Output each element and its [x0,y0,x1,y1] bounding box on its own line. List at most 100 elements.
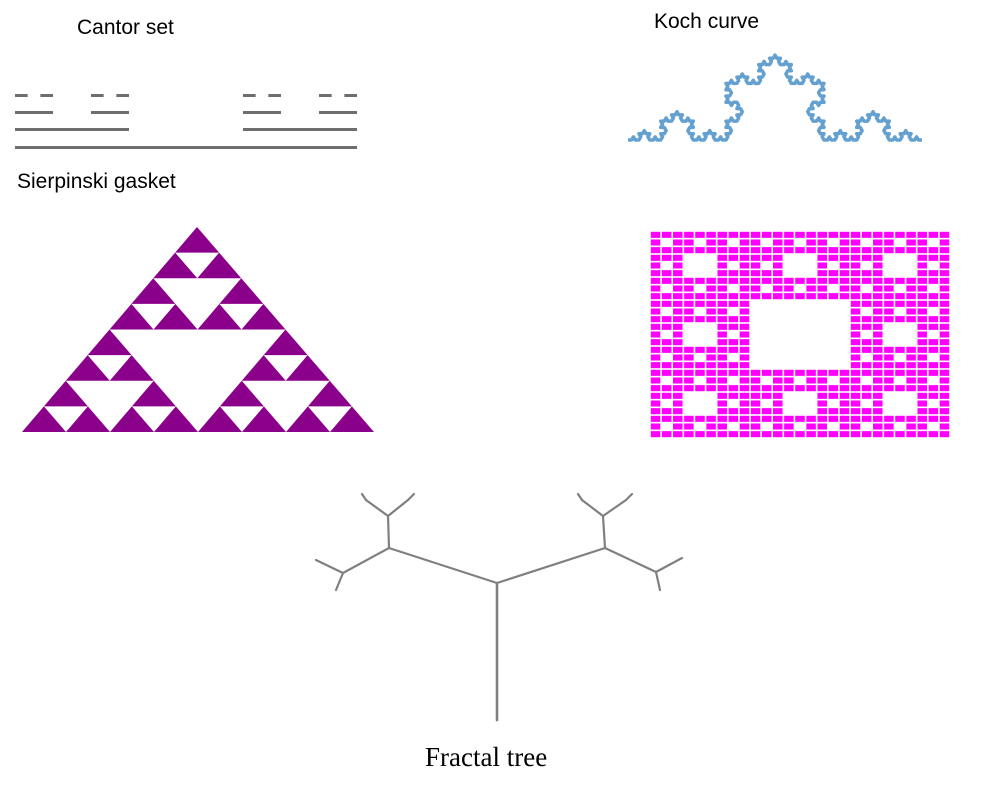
carpet-cell [728,369,739,376]
carpet-cell [873,377,883,384]
sierpinski-triangle [87,329,132,356]
sierpinski-triangle [263,329,308,356]
carpet-cell [673,400,683,407]
sierpinski-triangle [307,380,352,407]
carpet-cell [884,346,894,353]
koch-curve [628,53,922,142]
carpet-cell [817,377,827,384]
carpet-cell [706,354,716,361]
carpet-cell [650,423,661,430]
carpet-cell [684,346,694,353]
sierpinski-gasket-label: Sierpinski gasket [17,170,176,193]
carpet-cell [917,415,927,422]
carpet-cell [906,285,916,292]
carpet-cell [939,300,950,307]
carpet-cell [839,262,850,269]
carpet-cell [939,247,950,254]
carpet-cell [650,262,661,269]
carpet-cell [873,408,883,415]
carpet-cell [761,392,772,399]
tree-branch [603,546,658,574]
carpet-cell [817,293,827,300]
sierpinski-triangle [219,278,264,304]
carpet-cell [917,362,927,369]
carpet-cell [739,231,750,238]
carpet-cell [717,247,727,254]
carpet-cell [906,247,916,254]
carpet-cell [873,239,883,246]
carpet-cell [673,339,683,346]
cantor-segment [15,128,129,131]
carpet-cell [673,254,683,261]
carpet-cell [850,300,861,307]
carpet-cell [850,239,861,246]
carpet-cell [828,415,839,422]
cantor-segment [91,94,104,97]
carpet-cell [695,431,705,438]
carpet-cell [728,385,739,392]
carpet-cell [673,231,683,238]
carpet-cell [728,277,739,284]
carpet-cell [873,415,883,422]
carpet-cell [917,308,927,315]
carpet-cell [728,316,739,323]
carpet-cell [884,285,894,292]
carpet-cell [939,270,950,277]
carpet-cell [717,285,727,292]
carpet-cell [650,277,661,284]
carpet-cell [906,277,916,284]
carpet-cell [684,308,694,315]
carpet-cell [773,408,783,415]
carpet-cell [906,239,916,246]
carpet-cell [739,431,750,438]
carpet-cell [828,247,839,254]
carpet-cell [817,247,827,254]
carpet-cell [673,354,683,361]
carpet-cell [806,231,816,238]
tree-branch [364,498,390,518]
carpet-cell [850,293,861,300]
carpet-cell [773,277,783,284]
carpet-cell [650,331,661,338]
carpet-cell [806,239,816,246]
carpet-cell [717,354,727,361]
carpet-cell [828,254,839,261]
carpet-cell [917,423,927,430]
carpet-cell [739,293,750,300]
sierpinski-triangle [242,406,286,432]
carpet-cell [661,431,672,438]
carpet-cell [917,346,927,353]
carpet-cell [773,369,783,376]
carpet-cell [650,300,661,307]
carpet-cell [650,400,661,407]
tree-branch [654,570,662,592]
carpet-cell [917,392,927,399]
carpet-cell [684,362,694,369]
carpet-cell [850,431,861,438]
carpet-cell [706,239,716,246]
cantor-segment [243,94,256,97]
carpet-cell [739,354,750,361]
carpet-cell [739,323,750,330]
carpet-cell [750,239,761,246]
carpet-cell [895,300,905,307]
carpet-cell [906,362,916,369]
carpet-cell [884,354,894,361]
carpet-cell [784,231,794,238]
carpet-cell [750,247,761,254]
carpet-cell [773,392,783,399]
carpet-cell [761,254,772,261]
carpet-cell [739,415,750,422]
carpet-cell [650,415,661,422]
carpet-cell [839,431,850,438]
carpet-cell [773,270,783,277]
fractal-tree [314,492,684,722]
carpet-cell [939,239,950,246]
carpet-cell [739,392,750,399]
carpet-cell [673,293,683,300]
carpet-cell [795,385,805,392]
carpet-cell [873,392,883,399]
carpet-cell [650,354,661,361]
carpet-cell [739,400,750,407]
carpet-cell [750,431,761,438]
